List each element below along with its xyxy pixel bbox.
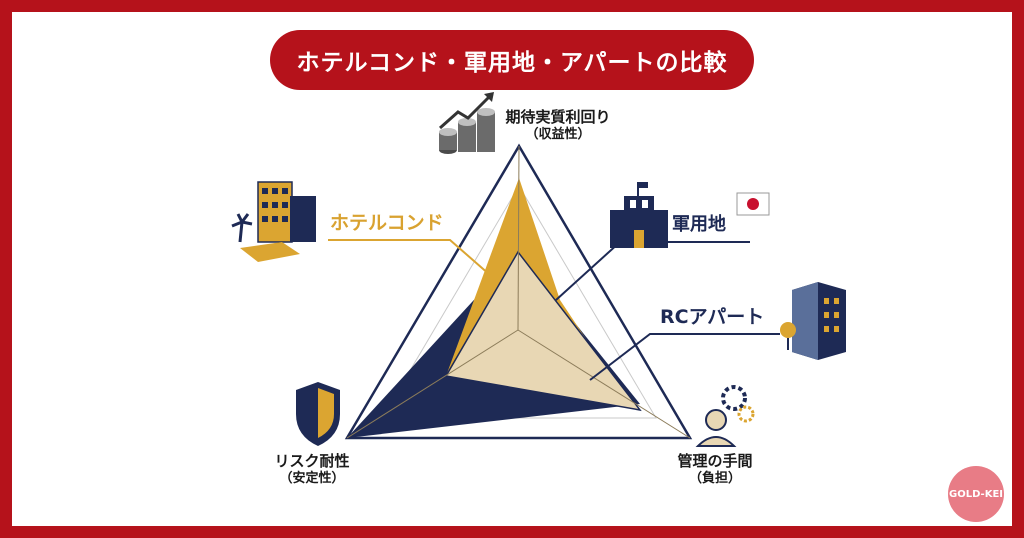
military-leader: [555, 241, 750, 301]
coins-growth-icon: [439, 92, 495, 154]
axis-line-top: [517, 145, 520, 331]
axis-label-top: 期待実質利回り （収益性）: [498, 108, 618, 143]
axis-left-title: リスク耐性: [274, 452, 350, 470]
axis-right-title: 管理の手間: [677, 452, 753, 470]
axis-line-right: [517, 329, 691, 439]
outer-triangle: [344, 143, 693, 440]
axis-top-title: 期待実質利回り: [505, 108, 611, 126]
resort-building-icon: [231, 181, 316, 262]
rc-area: [444, 250, 642, 412]
worker-gears-icon: [695, 385, 755, 447]
axis-label-left: リスク耐性 （安定性）: [262, 452, 362, 487]
castle-icon: [610, 182, 668, 248]
series-label-military: 軍用地: [672, 214, 726, 235]
series-label-rc: RCアパート: [660, 306, 765, 328]
shield-icon: [296, 382, 340, 446]
hotel-leader: [328, 239, 491, 276]
series-label-hotel: ホテルコンド: [330, 212, 444, 234]
watermark-logo: GOLD-KEI: [948, 466, 1004, 522]
axis-label-right: 管理の手間 （負担）: [660, 452, 770, 487]
page-title: ホテルコンド・軍用地・アパートの比較: [270, 30, 754, 90]
japan-flag-icon: [736, 192, 770, 216]
rc-leader: [589, 333, 780, 381]
axis-top-sub: （収益性）: [525, 126, 591, 142]
axis-line-left: [346, 329, 519, 439]
axis-right-sub: （負担）: [688, 470, 741, 486]
apartment-building-icon: [780, 282, 846, 360]
axis-left-sub: （安定性）: [279, 470, 345, 486]
